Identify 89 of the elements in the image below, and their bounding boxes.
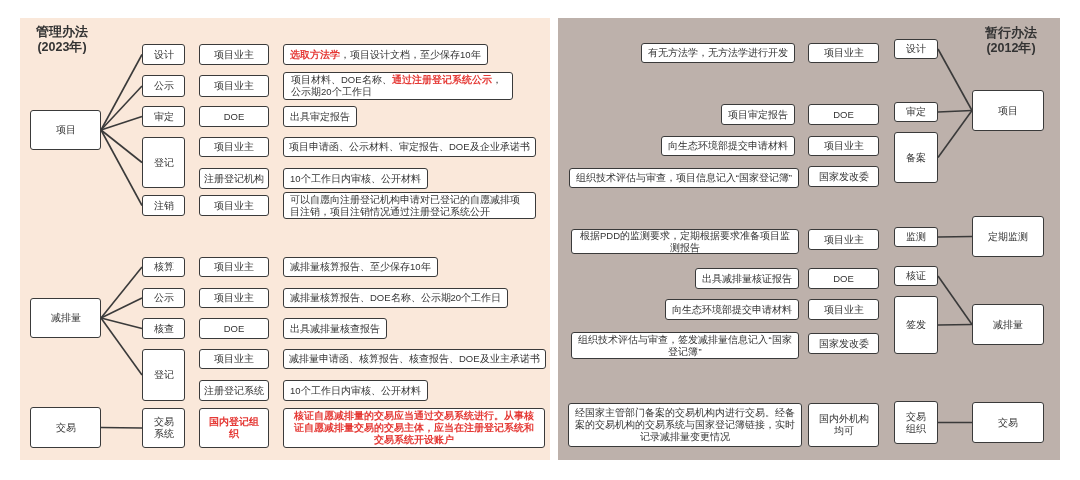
connector-line: [937, 323, 973, 326]
connector-line: [100, 297, 143, 319]
role-box: 项目业主: [199, 44, 269, 65]
connector-line: [937, 109, 973, 159]
description-box: 组织技术评估与审查，签发减排量信息记入“国家登记簿”: [571, 332, 799, 359]
role-box: 项目业主: [808, 43, 879, 63]
description-box: 出具减排量核证报告: [695, 268, 799, 289]
step-box: 核算: [142, 257, 185, 277]
step-box: 注销: [142, 195, 185, 216]
role-box: 注册登记机构: [199, 168, 269, 189]
description-box: 向生态环境部提交申请材料: [665, 299, 799, 320]
role-box: 国内外机构均可: [808, 403, 879, 447]
connector-line: [937, 109, 973, 113]
description-box: 核证自愿减排量的交易应当通过交易系统进行。从事核证自愿减排量交易的交易主体，应当在注册登记系统和交易系统开设账户: [283, 408, 545, 448]
description-box: 项目申请函、公示材料、审定报告、DOE及企业承诺书: [283, 137, 536, 157]
step-box: 登记: [142, 137, 185, 188]
role-box: DOE: [199, 318, 269, 339]
panel-subtitle: (2023年): [37, 40, 87, 54]
step-box: 核证: [894, 266, 938, 286]
description-box: 减排量申请函、核算报告、核查报告、DOE及业主承诺书: [283, 349, 546, 369]
category-box: 减排量: [972, 304, 1044, 345]
description-box: 组织技术评估与审查，项目信息记入“国家登记簿”: [568, 168, 799, 188]
step-box: 公示: [142, 288, 185, 308]
role-box: DOE: [199, 106, 269, 127]
role-box: 项目业主: [199, 75, 269, 97]
connector-line: [100, 115, 143, 131]
step-box: 审定: [894, 102, 938, 122]
connector-line: [100, 129, 143, 207]
description-box: 可以自愿向注册登记机构申请对已登记的自愿减排项目注销，项目注销情况通过注册登记系统公开: [283, 192, 536, 219]
step-box: 审定: [142, 106, 185, 127]
role-box: 项目业主: [808, 229, 879, 250]
description-box: 出具减排量核查报告: [283, 318, 387, 339]
role-box: 国家发改委: [808, 333, 879, 354]
role-box: 项目业主: [199, 288, 269, 308]
step-box: 设计: [894, 39, 938, 59]
description-box: 减排量核算报告、DOE名称、公示期20个工作日: [283, 288, 509, 308]
role-box: 注册登记系统: [199, 380, 269, 401]
description-box: 项目材料、DOE名称、通过注册登记系统公示，公示期20个工作日: [283, 72, 513, 100]
step-box: 备案: [894, 132, 938, 183]
step-box: 交易系统: [142, 408, 185, 448]
section-panel: [20, 18, 550, 460]
connector-line: [937, 235, 973, 238]
connector-line: [100, 53, 143, 131]
connector-line: [100, 85, 143, 131]
role-box: 项目业主: [199, 137, 269, 157]
category-box: 项目: [972, 90, 1044, 131]
role-box: 项目业主: [199, 195, 269, 216]
panel-subtitle: (2012年): [986, 41, 1036, 55]
panel-title: 暂行办法: [985, 26, 1037, 40]
description-box: 根据PDD的监测要求，定期根据要求准备项目监测报告: [571, 229, 799, 254]
description-box: 10个工作日内审核、公开材料: [283, 380, 428, 401]
description-box: 经国家主管部门备案的交易机构内进行交易。经备案的交易机构的交易系统与国家登记簿链接，实时记录减排量变更情况: [568, 403, 802, 447]
role-box: 国家发改委: [808, 166, 879, 187]
section-panel: [558, 18, 1060, 460]
description-box: 向生态环境部提交申请材料: [661, 136, 795, 156]
description-box: 10个工作日内审核、公开材料: [283, 168, 428, 189]
role-box: 项目业主: [199, 349, 269, 369]
step-box: 监测: [894, 227, 938, 247]
role-box: DOE: [808, 268, 879, 289]
category-box: 交易: [972, 402, 1044, 443]
connector-line: [937, 275, 973, 326]
step-box: 核查: [142, 318, 185, 339]
connector-line: [937, 421, 973, 424]
role-box: 国内登记组织: [199, 408, 269, 448]
category-box: 定期监测: [972, 216, 1044, 257]
description-box: 有无方法学，无方法学进行开发: [641, 43, 795, 63]
step-box: 设计: [142, 44, 185, 65]
step-box: 交易组织: [894, 401, 938, 444]
category-box: 项目: [30, 110, 101, 150]
category-box: 交易: [30, 407, 101, 448]
role-box: 项目业主: [808, 299, 879, 320]
role-box: 项目业主: [808, 136, 879, 156]
step-box: 签发: [894, 296, 938, 354]
role-box: DOE: [808, 104, 879, 125]
description-box: 出具审定报告: [283, 106, 357, 127]
connector-line: [100, 266, 143, 319]
description-box: 减排量核算报告、至少保存10年: [283, 257, 438, 277]
connector-line: [100, 426, 143, 429]
connector-line: [937, 48, 973, 112]
connector-line: [100, 317, 143, 330]
panel-title: 管理办法: [36, 25, 88, 39]
connector-line: [100, 129, 143, 164]
connector-line: [100, 317, 143, 376]
category-box: 减排量: [30, 298, 101, 338]
step-box: 公示: [142, 75, 185, 97]
role-box: 项目业主: [199, 257, 269, 277]
description-box: 项目审定报告: [721, 104, 795, 125]
description-box: 选取方法学，项目设计文档，至少保存10年: [283, 44, 488, 65]
step-box: 登记: [142, 349, 185, 401]
